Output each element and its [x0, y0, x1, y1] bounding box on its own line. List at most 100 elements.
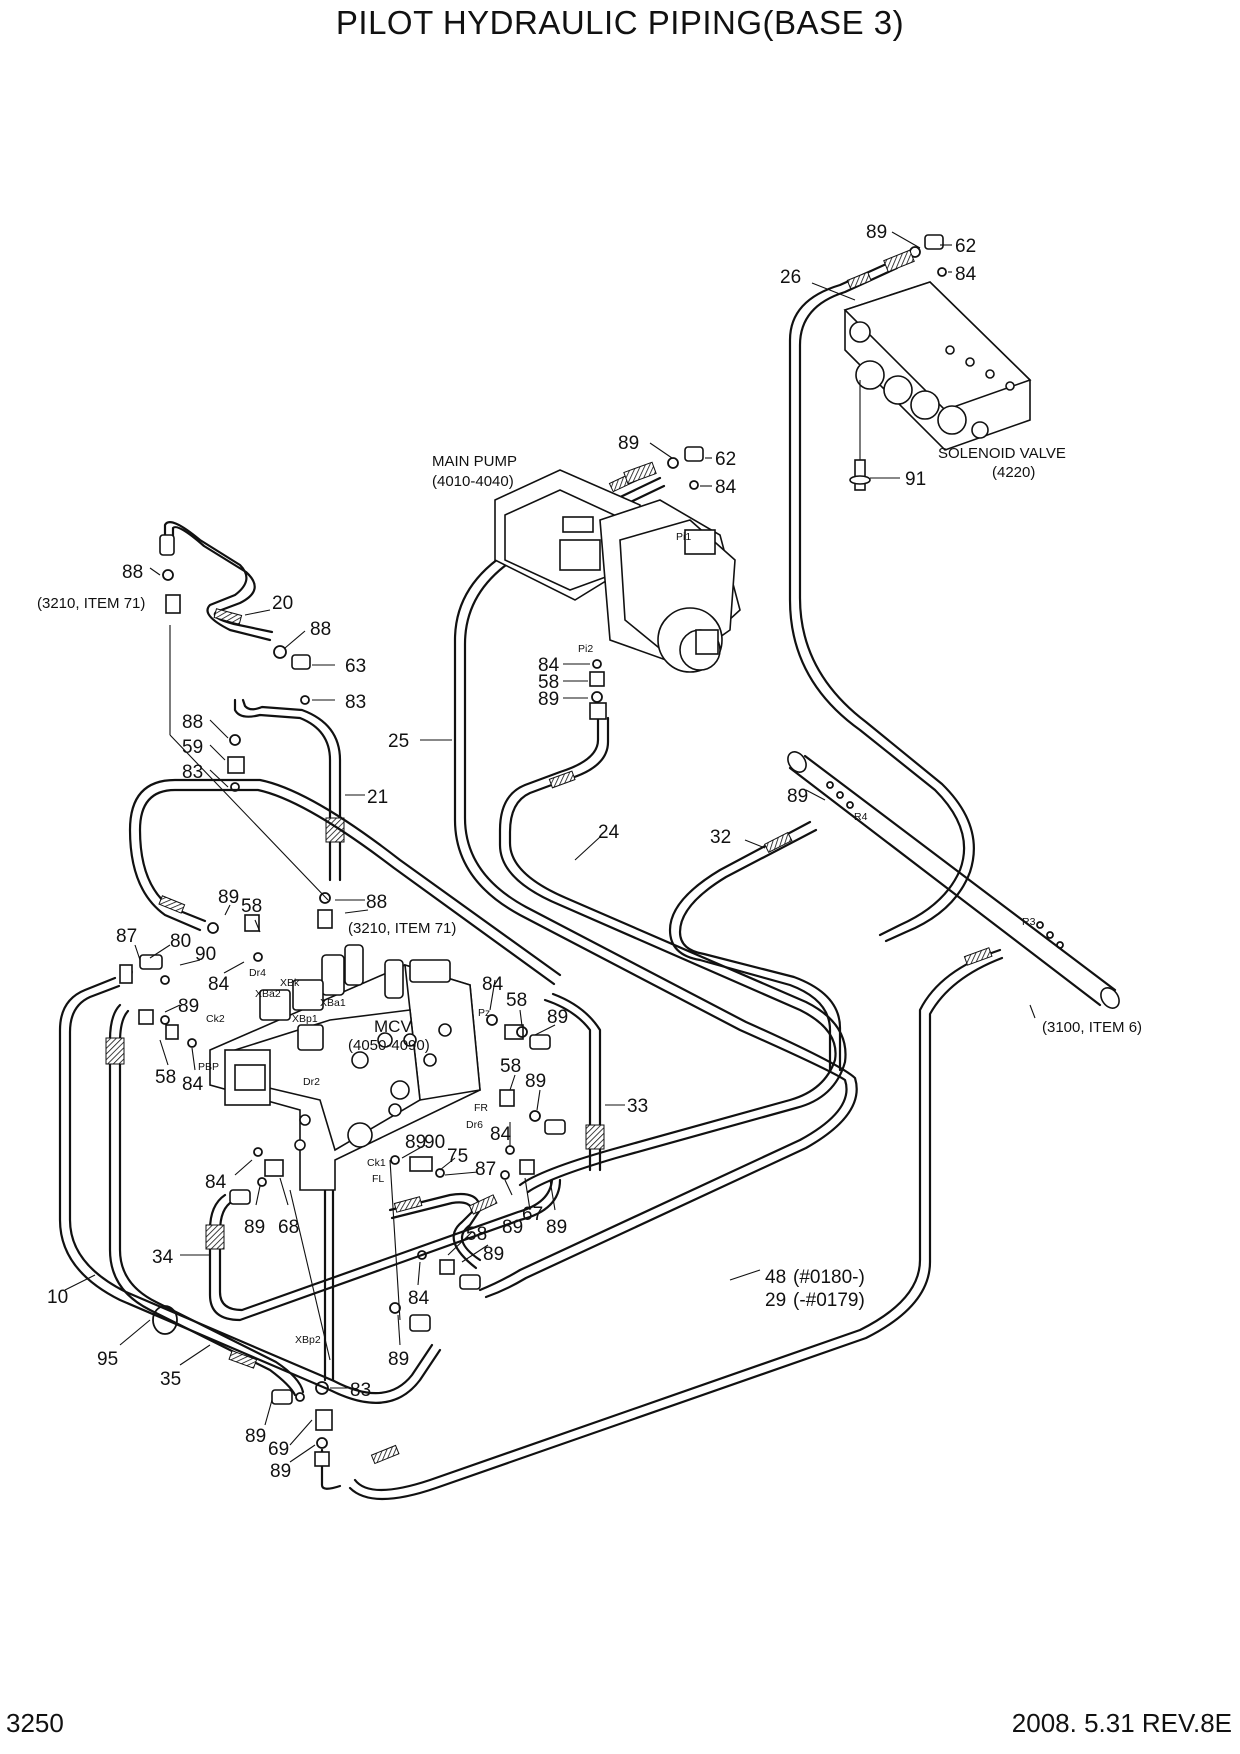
callout-48-range: (#0180-)	[793, 1267, 865, 1288]
callout-88: 88	[366, 892, 387, 913]
port-fr: FR	[474, 1102, 488, 1114]
callout-75: 75	[447, 1146, 468, 1167]
callout-21: 21	[367, 787, 388, 808]
port-dr6: Dr6	[466, 1119, 483, 1131]
callout-89: 89	[547, 1007, 568, 1028]
main-pump-body	[494, 469, 741, 673]
port-xbp2: XBp2	[295, 1334, 321, 1346]
callout-33: 33	[627, 1096, 648, 1117]
return-pipe	[787, 751, 1120, 1009]
mcv-ref: (4050-4090)	[348, 1037, 430, 1054]
port-r3: R3	[1022, 916, 1036, 928]
callout-89: 89	[483, 1244, 504, 1265]
hose-left-loop	[128, 778, 562, 986]
callout-87: 87	[475, 1159, 496, 1180]
hose-r4	[388, 1192, 498, 1270]
callout-10: 10	[47, 1287, 68, 1308]
callout-89: 89	[388, 1349, 409, 1370]
main-pump-ref: (4010-4040)	[432, 473, 514, 490]
callout-67: 67	[522, 1204, 543, 1225]
callout-88: 88	[182, 712, 203, 733]
callout-89: 89	[405, 1132, 426, 1153]
mcv-label: MCV	[374, 1017, 412, 1036]
callout-89: 89	[538, 689, 559, 710]
callout-89: 89	[618, 433, 639, 454]
callout-83: 83	[350, 1380, 371, 1401]
ref-3210-item71-b: (3210, ITEM 71)	[348, 920, 456, 937]
hose-group	[58, 258, 1004, 1501]
callout-90: 90	[424, 1132, 445, 1153]
callout-89: 89	[244, 1217, 265, 1238]
hose-24	[498, 716, 847, 1194]
callout-84: 84	[408, 1288, 430, 1309]
callout-95: 95	[97, 1349, 118, 1370]
callout-89: 89	[502, 1217, 523, 1238]
port-ck1: Ck1	[367, 1157, 386, 1169]
port-dr2: Dr2	[303, 1076, 320, 1088]
callout-89: 89	[178, 996, 199, 1017]
fitting-62-pump	[623, 446, 704, 490]
callout-20: 20	[272, 593, 293, 614]
callout-58: 58	[500, 1056, 521, 1077]
callout-58: 58	[241, 896, 262, 917]
callout-89: 89	[218, 887, 239, 908]
callout-26: 26	[780, 267, 801, 288]
port-ck2: Ck2	[206, 1013, 225, 1025]
port-dr4: Dr4	[249, 967, 266, 979]
callout-84: 84	[482, 974, 504, 995]
hose-32	[668, 820, 842, 1072]
hose-48-29	[348, 947, 1004, 1501]
port-xba2: XBa2	[255, 988, 281, 1000]
callout-labels: 89 62 84 26 91 89 62 84 88 20 88 63 83 8…	[47, 222, 977, 1482]
solenoid-valve-label: SOLENOID VALVE	[938, 445, 1066, 462]
callout-89: 89	[546, 1217, 567, 1238]
solenoid-valve-block	[843, 281, 1032, 451]
port-r4: R4	[854, 811, 868, 823]
callout-59: 59	[182, 737, 203, 758]
callout-84: 84	[538, 655, 560, 676]
callout-29: 29	[765, 1290, 786, 1311]
callout-89: 89	[787, 786, 808, 807]
callout-80: 80	[170, 931, 191, 952]
callout-68: 68	[278, 1217, 299, 1238]
callout-84: 84	[490, 1124, 512, 1145]
callout-48: 48	[765, 1267, 786, 1288]
port-xbp1: XBp1	[292, 1013, 318, 1025]
callout-32: 32	[710, 827, 731, 848]
mcv-block	[209, 944, 481, 1191]
callout-24: 24	[598, 822, 620, 843]
callout-62: 62	[715, 449, 736, 470]
callout-62: 62	[955, 236, 976, 257]
port-xbk: XBk	[280, 977, 300, 989]
page-number: 3250	[6, 1708, 64, 1738]
port-pbp: PBP	[198, 1061, 219, 1073]
callout-91: 91	[905, 469, 926, 490]
callout-89: 89	[245, 1426, 266, 1447]
callout-58: 58	[538, 672, 559, 693]
callout-88: 88	[310, 619, 331, 640]
hose-10	[58, 976, 442, 1404]
port-pi1: Pi1	[676, 531, 691, 543]
callout-84: 84	[205, 1172, 227, 1193]
callout-25: 25	[388, 731, 409, 752]
callout-88: 88	[122, 562, 143, 583]
ref-3210-item71-a: (3210, ITEM 71)	[37, 595, 145, 612]
callout-29-range: (-#0179)	[793, 1290, 865, 1311]
main-pump-label: MAIN PUMP	[432, 453, 517, 470]
callout-89: 89	[866, 222, 887, 243]
callout-34: 34	[152, 1247, 174, 1268]
component-labels: MAIN PUMP (4010-4040) SOLENOID VALVE (42…	[37, 445, 1142, 1054]
pi2-fittings	[589, 659, 607, 720]
callout-58: 58	[155, 1067, 176, 1088]
hose-35	[205, 1178, 562, 1369]
hose-33	[543, 992, 605, 1172]
callout-84: 84	[208, 974, 230, 995]
hose-20	[163, 521, 274, 642]
callout-84: 84	[182, 1074, 204, 1095]
port-fl: FL	[372, 1173, 384, 1185]
port-pi2: Pi2	[578, 643, 593, 655]
callout-89: 89	[525, 1071, 546, 1092]
callout-90: 90	[195, 944, 216, 965]
callout-84: 84	[955, 264, 977, 285]
